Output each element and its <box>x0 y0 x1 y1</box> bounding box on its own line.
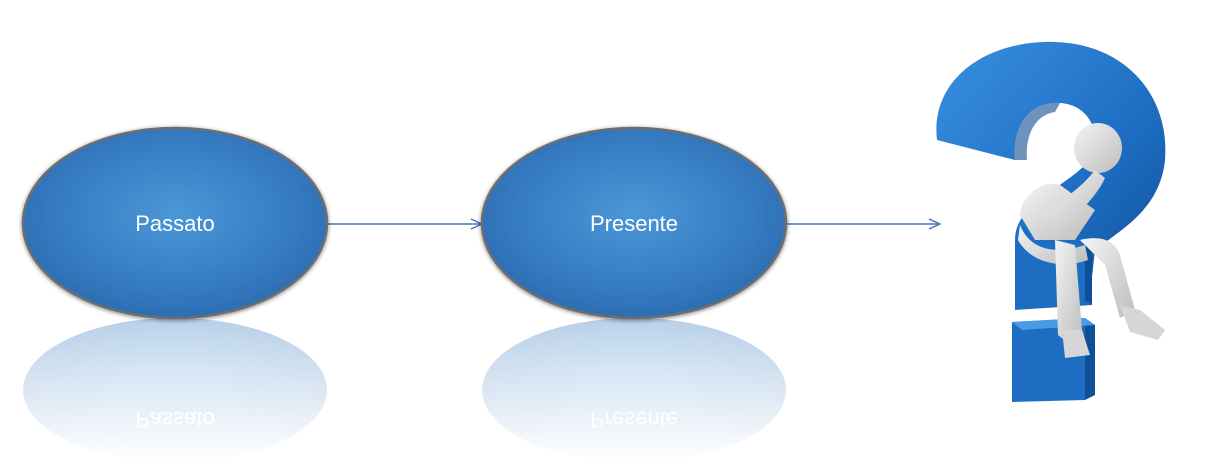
question-mark-hook <box>936 41 1166 295</box>
node-present-label: Presente <box>590 211 678 236</box>
thinking-figure <box>1018 123 1165 358</box>
question-mark-dot <box>1012 318 1095 402</box>
node-past-label: Passato <box>135 211 215 236</box>
node-past: Passato <box>21 126 329 320</box>
node-present: Presente <box>480 126 788 320</box>
question-mark-thinker-icon <box>936 41 1166 402</box>
